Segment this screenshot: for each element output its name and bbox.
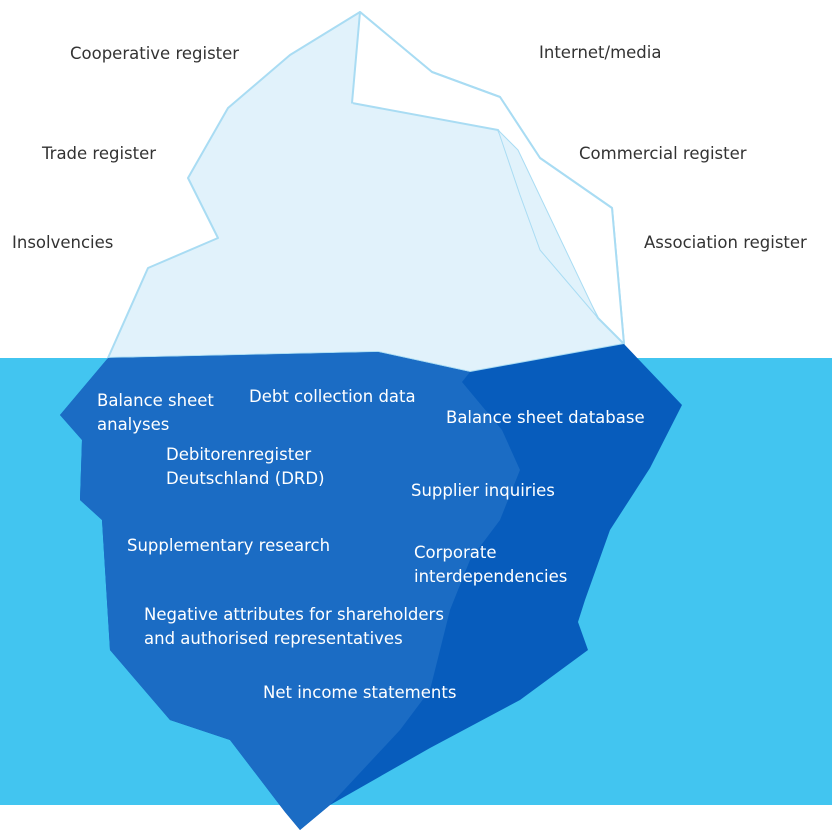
label-net-income-statements: Net income statements xyxy=(263,683,457,702)
label-drd: Debitorenregister Deutschland (DRD) xyxy=(166,445,325,488)
label-commercial-register: Commercial register xyxy=(579,144,747,163)
label-balance-sheet-database: Balance sheet database xyxy=(446,408,645,427)
label-corporate-interdependencies: Corporate interdependencies xyxy=(414,543,568,586)
label-balance-sheet-analyses: Balance sheet analyses xyxy=(97,391,214,434)
iceberg-inner-facet xyxy=(497,129,599,319)
label-association-register: Association register xyxy=(644,233,807,252)
label-trade-register: Trade register xyxy=(42,144,157,163)
label-negative-attributes: Negative attributes for shareholders and… xyxy=(144,605,444,648)
label-supplementary-research: Supplementary research xyxy=(127,536,331,555)
iceberg-submerged-left xyxy=(60,352,520,830)
label-cooperative-register: Cooperative register xyxy=(70,44,240,63)
label-internet-media: Internet/media xyxy=(539,43,662,62)
label-supplier-inquiries: Supplier inquiries xyxy=(411,481,555,500)
iceberg-shadow-facet xyxy=(312,103,402,193)
label-insolvencies: Insolvencies xyxy=(12,233,114,252)
label-debt-collection-data: Debt collection data xyxy=(249,387,416,406)
iceberg-highlight-facet xyxy=(351,11,625,345)
